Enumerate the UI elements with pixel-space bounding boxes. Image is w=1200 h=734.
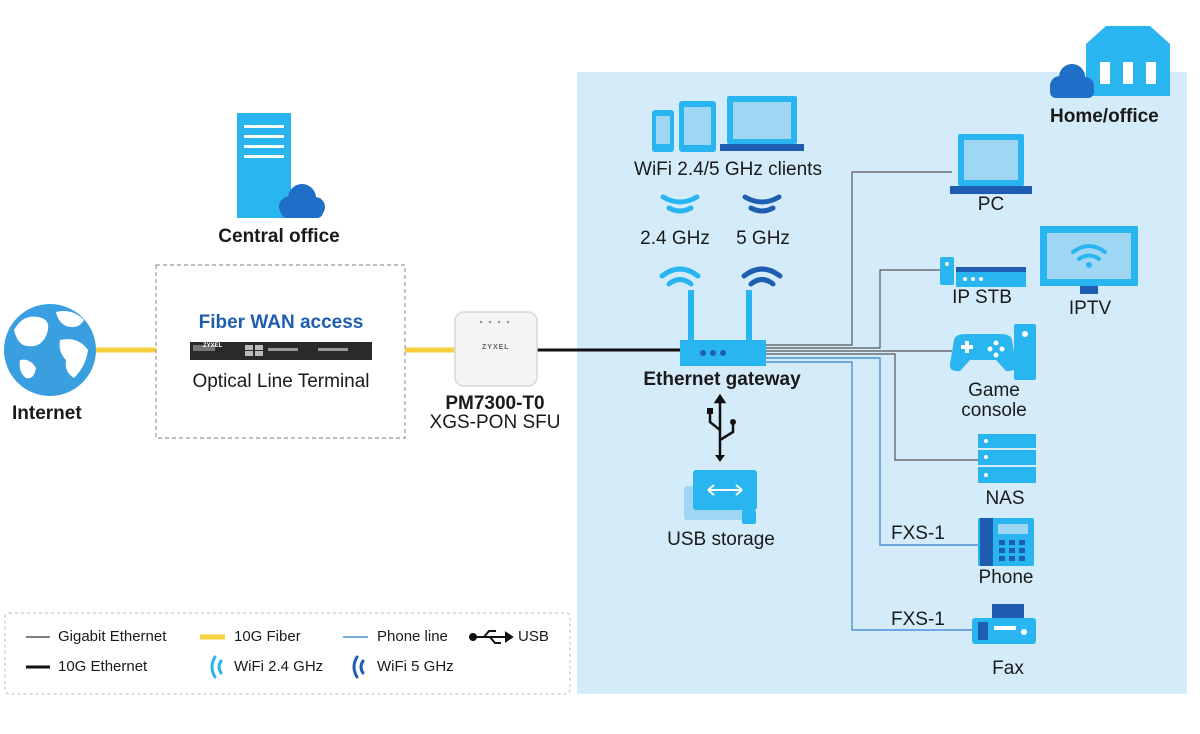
laptop-icon (720, 96, 804, 151)
phone-label: Phone (978, 567, 1034, 588)
legend-wifi5-icon (352, 655, 365, 679)
gateway-device (680, 290, 766, 366)
fiber-wan-label: Fiber WAN access (198, 312, 364, 333)
internet-label: Internet (12, 403, 82, 424)
usb-storage-icon (684, 470, 757, 524)
fxs-fax-label: FXS-1 (891, 609, 945, 630)
legend-wifi24-label: WiFi 2.4 GHz (234, 658, 324, 675)
legend-fiber-label: 10G Fiber (234, 628, 301, 645)
ip-stb-label: IP STB (952, 287, 1012, 308)
usb-icon (707, 393, 736, 462)
phone-lines (766, 357, 978, 631)
fax-icon (972, 604, 1036, 644)
olt-device (190, 342, 372, 360)
fxs-phone-label: FXS-1 (891, 523, 945, 544)
wifi-5-small-icon (742, 194, 782, 214)
band-5-label: 5 GHz (736, 228, 790, 249)
ont-brand: ZYXEL (482, 344, 510, 351)
set-top-box-icon (940, 257, 1026, 287)
tv-icon (1040, 226, 1138, 294)
game-console-icon (949, 324, 1036, 380)
usb-storage-label: USB storage (667, 529, 775, 550)
iptv-label: IPTV (1068, 298, 1112, 319)
nas-icon (978, 434, 1036, 483)
home-cloud-icon (1050, 64, 1094, 98)
house-icon (1086, 26, 1170, 96)
tablet-icon (679, 101, 716, 152)
gigabit-lines (766, 171, 978, 461)
ont-model-label: PM7300-T0 (445, 393, 545, 414)
telephone-icon (978, 518, 1034, 566)
legend-wifi5-label: WiFi 5 GHz (377, 658, 454, 675)
ont-device (454, 311, 538, 387)
home-office-area (577, 72, 1187, 694)
pc-label: PC (977, 194, 1005, 215)
wifi-clients-label: WiFi 2.4/5 GHz clients (634, 159, 822, 180)
central-office-label: Central office (218, 226, 340, 247)
olt-brand: ZYXEL (203, 343, 223, 349)
olt-label: Optical Line Terminal (192, 371, 370, 392)
legend-box (4, 612, 571, 695)
legend-usb-label: USB (518, 628, 549, 645)
central-office-box (155, 264, 406, 439)
phone-device-icon (652, 110, 674, 152)
legend-ten-g-label: 10G Ethernet (58, 658, 148, 675)
cloud-icon (279, 184, 325, 218)
wifi-5-icon (741, 266, 783, 287)
legend-usb-icon (469, 630, 514, 644)
gateway-label: Ethernet gateway (643, 369, 801, 390)
home-office-label: Home/office (1050, 106, 1159, 127)
fax-label: Fax (992, 658, 1024, 679)
game-console-label: Game console (961, 380, 1027, 421)
globe-icon (4, 304, 96, 396)
ont-type-label: XGS-PON SFU (429, 412, 561, 433)
wifi-24-small-icon (660, 194, 700, 214)
nas-label: NAS (985, 488, 1025, 509)
wifi-24-icon (659, 266, 701, 287)
legend-wifi24-icon (210, 655, 223, 679)
legend-phone-label: Phone line (377, 628, 448, 645)
band-24-label: 2.4 GHz (640, 228, 710, 249)
legend-gigabit-label: Gigabit Ethernet (58, 628, 167, 645)
pc-laptop-icon (950, 134, 1032, 194)
